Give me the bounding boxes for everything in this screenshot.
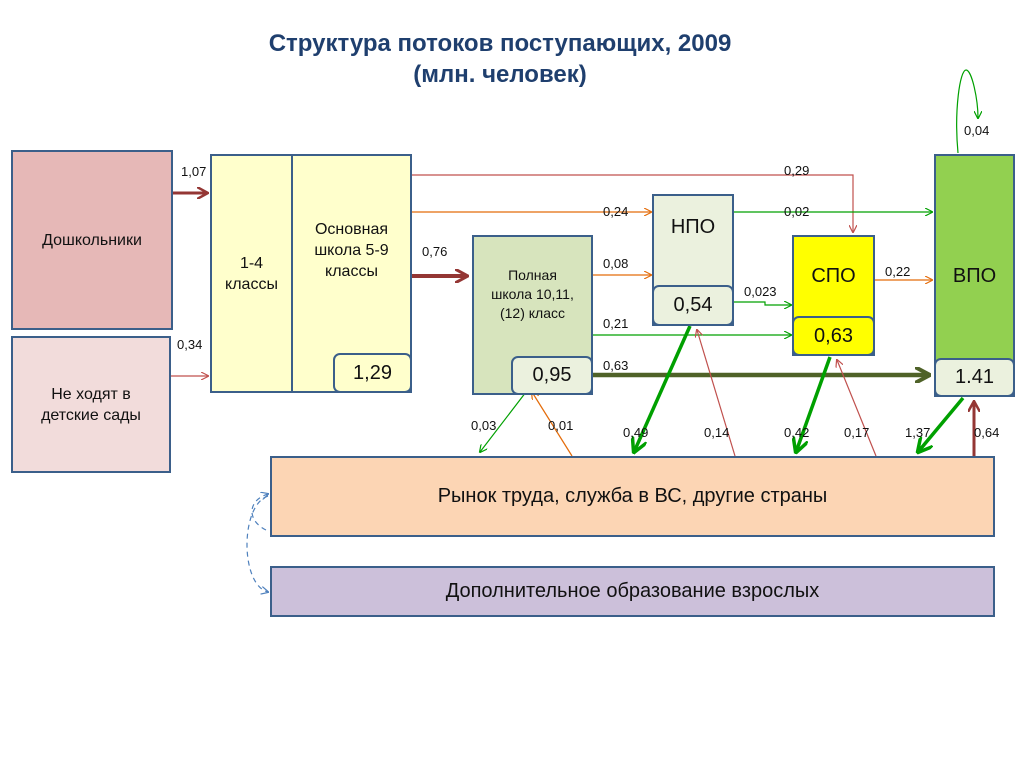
flow-label-full-to-npo: 0,08	[603, 256, 629, 271]
flow-label-market-to-vpo: 0,64	[974, 425, 1000, 440]
flow-label-npo-to-market: 0,49	[623, 425, 649, 440]
value-basic-school: 1,29	[333, 353, 412, 393]
page-title-line-1: Структура потоков поступающих, 2009	[268, 30, 732, 57]
flow-label-market-to-full: 0,01	[548, 418, 574, 433]
flow-label-spo-to-market: 0,42	[784, 425, 810, 440]
flow-label-npo-to-vpo: 0,02	[784, 204, 810, 219]
dashed-arrow-market-to-adult-education	[246, 495, 268, 592]
arrow-npo-to-market	[634, 325, 692, 452]
arrow-market-to-npo	[697, 330, 736, 457]
node-no-kindergarten: Не ходят в детские сады	[11, 336, 171, 473]
value-npo: 0,54	[652, 285, 734, 326]
value-full-school: 0,95	[511, 356, 593, 395]
arrow-vpo-to-market	[918, 396, 965, 452]
arrow-basic-to-spo	[412, 174, 853, 232]
arrow-spo-to-market	[796, 356, 832, 452]
flow-label-full-to-vpo: 0,63	[603, 358, 629, 373]
flow-label-full-to-market: 0,03	[471, 418, 497, 433]
node-grades-1-4: 1-4 классы	[210, 154, 293, 393]
flow-label-basic-to-npo: 0,24	[603, 204, 629, 219]
flow-label-market-to-spo: 0,17	[844, 425, 870, 440]
flow-label-market-to-npo: 0,14	[704, 425, 730, 440]
node-adult-education: Дополнительное образование взрослых	[270, 566, 995, 617]
node-labor-market: Рынок труда, служба в ВС, другие страны	[270, 456, 995, 537]
node-vpo: ВПО	[934, 154, 1015, 397]
flow-label-full-to-spo: 0,21	[603, 316, 629, 331]
flow-label-spo-to-vpo: 0,22	[885, 264, 911, 279]
node-preschool: Дошкольники	[11, 150, 173, 330]
value-vpo: 1.41	[934, 358, 1015, 397]
flow-label-vpo-to-market: 1,37	[905, 425, 931, 440]
flow-label-npo-to-spo: 0,023	[744, 284, 777, 299]
flow-label-basic-to-spo: 0,29	[784, 163, 810, 178]
flow-label-preschool-to-school: 1,07	[181, 164, 207, 179]
arrow-vpo-self-loop	[956, 69, 978, 154]
arrow-full-to-market	[480, 391, 527, 452]
value-spo: 0,63	[792, 316, 875, 356]
flow-label-vpo-self: 0,04	[964, 123, 990, 138]
arrow-npo-to-spo	[734, 302, 791, 305]
page-title-line-2: (млн. человек)	[413, 61, 587, 88]
flow-label-basic-to-full: 0,76	[422, 244, 448, 259]
dashed-arrow-adult-education-to-market	[251, 494, 268, 531]
arrow-market-to-full	[532, 392, 573, 457]
arrow-market-to-spo	[837, 360, 877, 457]
flow-label-no-kg-to-school: 0,34	[177, 337, 203, 352]
